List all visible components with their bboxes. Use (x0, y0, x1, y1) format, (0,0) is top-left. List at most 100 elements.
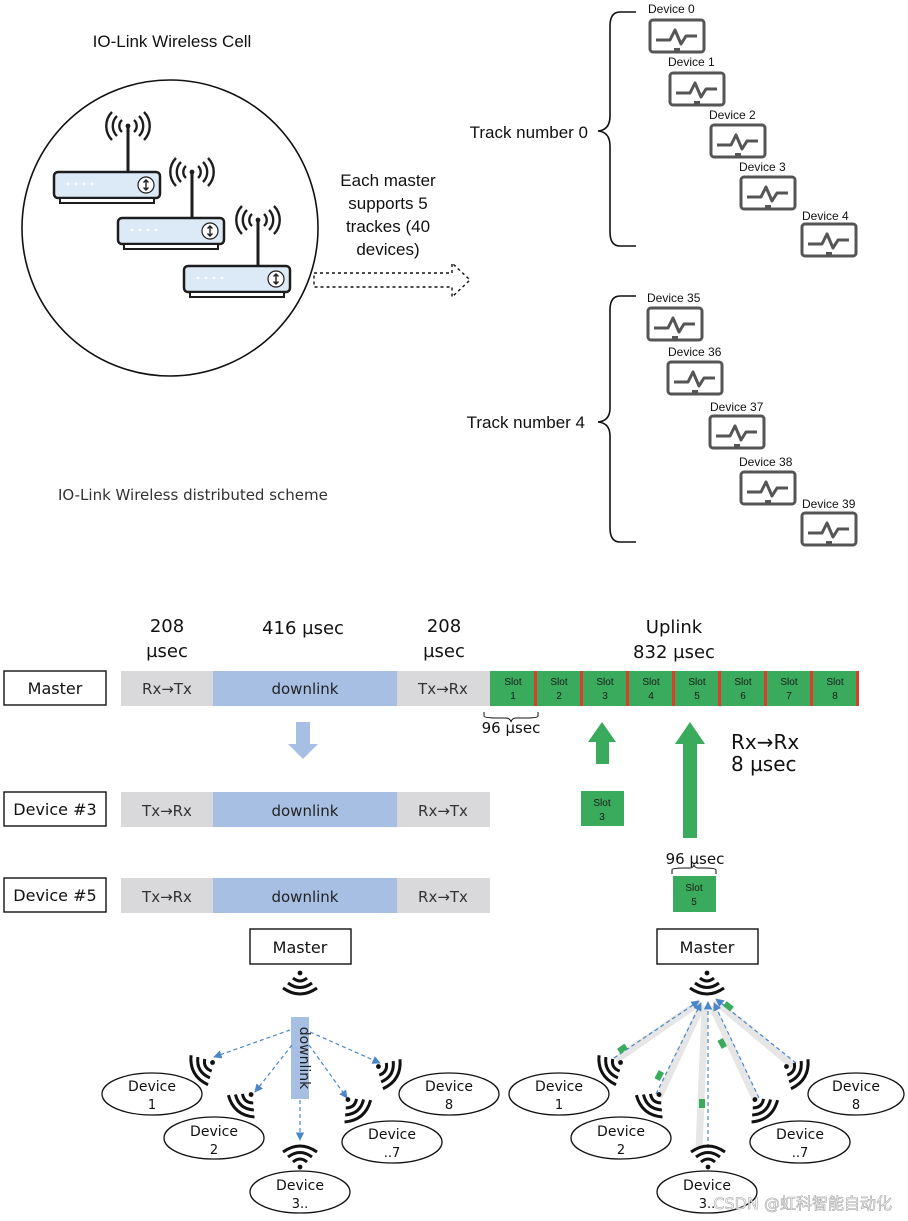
uplink-slot-2-word: Slot (550, 677, 567, 688)
track-0-device-0-monitor-icon (648, 18, 706, 54)
rxrx-label-line-1: Rx→Rx (731, 730, 799, 754)
uplink-slot-1-word: Slot (504, 677, 521, 688)
uplink-slot-4-number: 4 (648, 691, 654, 702)
device3-row-label-box (3, 791, 107, 827)
device3-row-label: Device #3 (13, 800, 96, 819)
track-4-device-39-label: Device 39 (802, 497, 856, 511)
left-arrow-device-7 (308, 1044, 348, 1099)
left-device-2-number: 2 (210, 1143, 218, 1158)
right-device-7-wifi-icon (738, 1085, 783, 1129)
rxrx-label-line-2: 8 µsec (731, 752, 797, 776)
device3-txrx-segment (121, 792, 213, 827)
uplink-slot-8-divider (856, 671, 859, 706)
left-device-7-number: ..7 (384, 1146, 401, 1161)
left-device-1-node (101, 1072, 203, 1116)
device3-slot-box (581, 791, 624, 826)
left-master-box (249, 928, 352, 965)
device5-slot-number: 5 (691, 897, 697, 908)
right-device-3-number: 3.. (699, 1197, 716, 1212)
device3-slot-word: Slot (593, 798, 610, 809)
track-4-device-35-label: Device 35 (647, 291, 701, 305)
uplink-slot-5-divider (718, 671, 721, 706)
uplink-slot-2: Slot 2 (550, 671, 583, 706)
device5-txrx-label: Tx→Rx (141, 888, 192, 906)
uplink-slot-6-number: 6 (740, 691, 746, 702)
device3-slot-number: 3 (599, 812, 605, 823)
device5-txrx-segment (121, 878, 213, 913)
right-device-1-label: Device (535, 1079, 583, 1095)
right-device-8-label: Device (832, 1079, 880, 1095)
uplink-slot-2-number: 2 (556, 691, 562, 702)
left-device-2-wifi-icon (223, 1080, 268, 1124)
uplink-title: Uplink (646, 617, 703, 638)
uplink-slot-4-word: Slot (642, 677, 659, 688)
left-device-1-label: Device (128, 1079, 176, 1095)
uplink-slot-7-number: 7 (786, 691, 792, 702)
right-master-wifi-icon (688, 969, 726, 996)
uplink-slot-3-word: Slot (596, 677, 613, 688)
txrx-time-line-1: 208 (427, 616, 461, 637)
device5-slot-box (673, 876, 716, 912)
device5-slot-word: Slot (685, 883, 702, 894)
track-0-device-1-monitor-icon (668, 71, 726, 107)
device5-row-label: Device #5 (13, 886, 96, 905)
track-4-device-38-label: Device 38 (739, 455, 793, 469)
device5-row-label-box (3, 877, 107, 913)
right-device-3-wifi-icon (689, 1144, 727, 1171)
left-downlink-bar (291, 1017, 309, 1099)
right-device-2-node (570, 1116, 672, 1160)
left-device-7-label: Device (368, 1127, 416, 1143)
left-device-1-number: 1 (148, 1098, 156, 1113)
left-arrow-device-1 (213, 1029, 291, 1059)
uplink-slot-7: Slot 7 (780, 671, 813, 706)
right-packet-device-1 (617, 1043, 628, 1054)
track-0-device-3-label: Device 3 (739, 160, 786, 174)
uplink-slot-3-number: 3 (602, 691, 608, 702)
track-4-device-37-label: Device 37 (710, 400, 764, 414)
uplink-slot-6-word: Slot (734, 677, 751, 688)
right-arrow-device-2 (655, 1002, 702, 1095)
uplink-slot-7-word: Slot (780, 677, 797, 688)
left-device-2-node (163, 1116, 265, 1160)
track-0-device-3-monitor-icon (739, 175, 797, 211)
left-device-8-label: Device (425, 1079, 473, 1095)
track-0-device-0-label: Device 0 (648, 2, 695, 16)
device3-downlink-label: downlink (271, 802, 338, 820)
right-device-3-label: Device (683, 1178, 731, 1194)
device5-downlink-segment (213, 878, 397, 913)
left-device-3-number: 3.. (292, 1197, 309, 1212)
right-device-8-number: 8 (852, 1098, 860, 1113)
right-device-2-number: 2 (617, 1143, 625, 1158)
uplink-slot-4-divider (672, 671, 675, 706)
track-4-device-35-monitor-icon (646, 306, 704, 342)
right-device-1-node (508, 1072, 610, 1116)
uplink-slot-2-divider (580, 671, 583, 706)
left-device-3-label: Device (276, 1178, 324, 1194)
right-arrow-device-7 (713, 1002, 760, 1099)
right-device-7-label: Device (776, 1127, 824, 1143)
track-0-device-4-monitor-icon (800, 222, 858, 258)
uplink-slot-8-number: 8 (832, 691, 838, 702)
master-downlink-label: downlink (271, 680, 338, 698)
right-packet-device-3 (699, 1099, 705, 1108)
uplink-slot-7-divider (810, 671, 813, 706)
slot-width-bracket (483, 712, 539, 723)
device5-slot-width-label: 96 µsec (666, 850, 725, 868)
master-note-line-2: supports 5 (348, 194, 427, 213)
uplink-slot-6-divider (764, 671, 767, 706)
rxtx-time-line-1: 208 (150, 616, 184, 637)
master-note-line-4: devices) (356, 240, 419, 259)
downlink-arrow-down (288, 722, 318, 759)
track-4-device-38-monitor-icon (739, 470, 797, 506)
right-device-3-node (656, 1170, 758, 1214)
track-4-label: Track number 4 (467, 413, 585, 432)
uplink-slot-5-word: Slot (688, 677, 705, 688)
master-txrx-segment (397, 671, 490, 706)
uplink-slot-4: Slot 4 (642, 671, 675, 706)
left-device-8-wifi-icon (366, 1049, 407, 1094)
right-master-box (656, 928, 759, 965)
uplink-slot-3-divider (626, 671, 629, 706)
